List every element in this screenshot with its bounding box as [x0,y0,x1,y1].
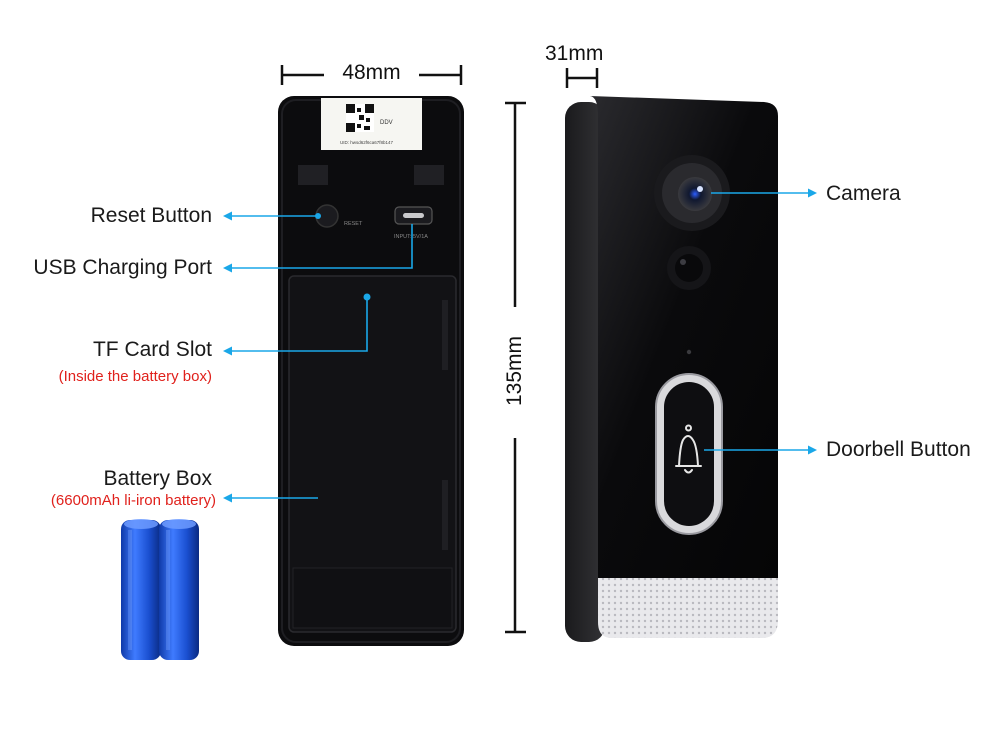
leader-tf [232,297,368,352]
width-dimension: 48mm [342,61,401,84]
sticker-brand: DDV [380,120,393,126]
battery-box [288,275,457,633]
bell-icon [675,424,702,474]
leader-doorbell-arrow [808,445,817,455]
battery-box-label: Battery Box [103,467,212,490]
height-dimension: 135mm [503,335,526,407]
front-glass [590,96,778,578]
device-back-view: DDV UID: hwsd62f6ca67f8b147 RESET INPUT:… [278,96,464,646]
mount-slot-right [414,165,444,185]
battery-cell-2 [159,520,199,660]
qr-code-icon [346,104,374,132]
speaker-grill [598,578,778,638]
leader-usb [232,224,413,269]
front-side-edge [565,102,605,642]
doorbell-button-label: Doorbell Button [826,438,971,461]
reset-button-label: Reset Button [90,204,212,227]
leader-usb-arrow [223,263,232,273]
sticker-serial: UID: hwsd62f6ca67f8b147 [340,140,394,145]
depth-dimension: 31mm [545,42,604,65]
battery-box-latch-top [442,300,448,370]
leader-battery-arrow [223,493,232,503]
tf-card-note: (Inside the battery box) [58,368,212,385]
callout-leaders [223,188,817,503]
mount-slot-left [298,165,328,185]
input-print: INPUT: 5V/1A [394,234,428,240]
camera-label: Camera [826,182,901,205]
leader-tf-arrow [223,346,232,356]
usb-port-label: USB Charging Port [33,256,212,279]
microphone-hole [686,349,692,355]
device-front-view [565,96,778,642]
battery-box-bottom [292,567,453,629]
battery-box-note: (6600mAh li-iron battery) [50,492,216,509]
dimension-lines [280,65,599,634]
batteries [121,519,199,660]
camera-icon [678,177,712,211]
tf-card-label: TF Card Slot [92,338,212,361]
leader-camera-arrow [808,188,817,198]
battery-box-latch-bottom [442,480,448,550]
battery-cell-1 [121,520,161,660]
reset-print: RESET [344,221,363,227]
leader-reset-arrow [223,211,232,221]
